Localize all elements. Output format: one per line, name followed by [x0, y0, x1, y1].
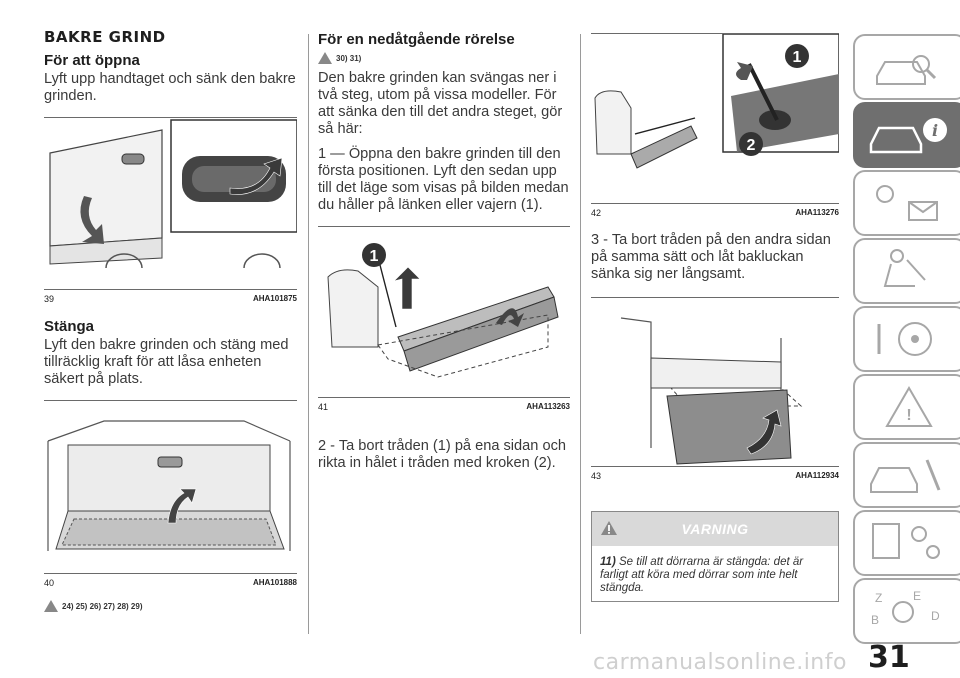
airbag-seat-icon	[883, 249, 926, 287]
reference-list: 30) 31)	[336, 53, 362, 63]
figure-43	[591, 297, 839, 467]
watermark: carmanualsonline.info	[593, 650, 847, 675]
warning-triangle-icon	[601, 521, 617, 535]
figure-number: 43	[591, 471, 602, 481]
sidebar-tab-warning[interactable]: !	[853, 374, 960, 440]
sidebar-tab-lights-message[interactable]	[853, 170, 960, 236]
step-1-text: 1 — Öppna den bakre grinden till den för…	[318, 146, 569, 213]
close-text: Lyft den bakre grinden och stäng med til…	[44, 337, 289, 387]
figure-40-caption: 40 AHA101888	[44, 574, 297, 588]
figure-42: 1 2	[591, 33, 840, 204]
warning-number: 11)	[600, 556, 616, 568]
downward-heading: För en nedåtgående rörelse	[318, 31, 515, 48]
svg-text:i: i	[932, 121, 938, 140]
svg-text:E: E	[913, 589, 921, 603]
column-divider	[308, 34, 309, 634]
figure-39	[44, 117, 298, 290]
figure-code: AHA113263	[526, 402, 570, 411]
column-2: För en nedåtgående rörelse 30) 31) Den b…	[318, 28, 570, 472]
figure-code: AHA113276	[795, 208, 839, 217]
sidebar-tab-car-wrench[interactable]	[853, 442, 960, 508]
open-text: Lyft upp handtaget och sänk den bakre gr…	[44, 71, 296, 104]
cable-hook-illustration: 1 2	[594, 33, 840, 169]
sidebar-tab-list-settings[interactable]	[853, 510, 960, 576]
warning-text: Se till att dörrarna är stängda: det är …	[600, 556, 804, 594]
sidebar-tab-airbag-seat[interactable]	[853, 238, 960, 304]
warning-triangle-icon	[44, 600, 58, 612]
figure-code: AHA101888	[252, 578, 297, 587]
warning-references: 30) 31)	[318, 52, 570, 64]
svg-text:Z: Z	[875, 591, 882, 605]
column-divider	[580, 34, 581, 634]
figure-number: 41	[318, 402, 329, 412]
lights-message-icon	[876, 185, 938, 221]
figure-41-caption: 41 AHA113263	[318, 398, 570, 412]
figure-43-caption: 43 AHA112934	[591, 467, 839, 481]
callout-1: 1	[370, 248, 379, 265]
car-info-icon: i	[869, 118, 947, 154]
tailgate-closing-illustration	[47, 420, 291, 551]
figure-42-caption: 42 AHA113276	[591, 204, 839, 218]
sidebar-tab-steering-wheel[interactable]	[853, 306, 960, 372]
callout-2: 2	[747, 137, 756, 154]
warning-title: VARNING	[681, 521, 749, 537]
sidebar-tab-index[interactable]: Z E B D	[853, 578, 960, 644]
figure-number: 42	[591, 208, 602, 218]
page-number: 31	[868, 640, 910, 675]
warning-triangle-icon: !	[885, 386, 933, 427]
figure-number: 39	[44, 294, 55, 304]
sidebar-tab-car-info[interactable]: i	[853, 102, 960, 168]
tailgate-cable-illustration: 1	[327, 243, 559, 378]
sidebar-tab-car-search[interactable]	[853, 34, 960, 100]
figure-code: AHA101875	[252, 294, 297, 303]
figure-41: 1	[318, 226, 570, 398]
column-1: BAKRE GRIND För att öppna Lyft upp handt…	[44, 28, 298, 612]
svg-text:!: !	[906, 407, 911, 424]
warning-body: 11) Se till att dörrarna är stängda: det…	[592, 546, 838, 601]
warning-references: 24) 25) 26) 27) 28) 29)	[44, 600, 297, 612]
column-3: 1 2 42 AHA113276 3 - Ta bort tråden på d…	[591, 28, 840, 602]
index-search-icon: Z E B D	[871, 589, 940, 627]
car-wrench-icon	[870, 459, 941, 493]
list-settings-icon	[872, 523, 940, 559]
reference-list: 24) 25) 26) 27) 28) 29)	[62, 601, 143, 611]
warning-triangle-icon	[318, 52, 332, 64]
svg-text:D: D	[931, 609, 940, 623]
section-heading: BAKRE GRIND	[44, 28, 166, 46]
figure-number: 40	[44, 578, 55, 588]
open-heading: För att öppna	[44, 52, 140, 69]
tailgate-lowered-illustration	[620, 317, 803, 465]
tailgate-handle-illustration	[49, 119, 298, 269]
warning-header: VARNING	[592, 512, 838, 546]
step-2-text: 2 - Ta bort tråden (1) på ena sidan och …	[318, 438, 566, 471]
step-3-text: 3 - Ta bort tråden på den andra sidan på…	[591, 232, 831, 282]
intro-text: Den bakre grinden kan svängas ner i två …	[318, 70, 563, 137]
callout-1: 1	[793, 49, 802, 66]
close-heading: Stänga	[44, 318, 95, 335]
figure-code: AHA112934	[795, 471, 839, 480]
figure-40	[44, 400, 297, 574]
svg-text:B: B	[871, 613, 879, 627]
warning-box: VARNING 11) Se till att dörrarna är stän…	[591, 511, 839, 602]
steering-wheel-icon	[877, 322, 932, 356]
car-search-icon	[876, 55, 937, 85]
figure-39-caption: 39 AHA101875	[44, 290, 297, 304]
